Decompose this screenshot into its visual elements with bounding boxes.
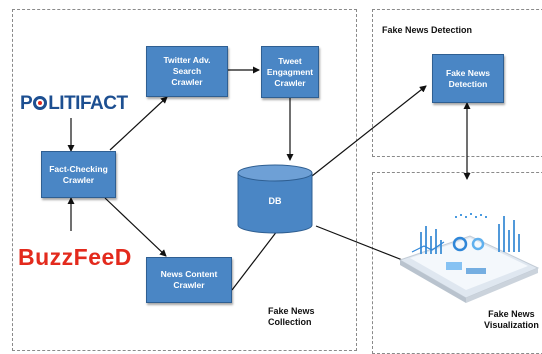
news-content-crawler-node: News Content Crawler	[146, 257, 232, 303]
diagram-canvas: Fake News Detection Fake News Collection…	[12, 9, 542, 354]
fake-news-detection-label: Fake News Detection	[446, 67, 490, 89]
twitter-search-crawler-node: Twitter Adv. Search Crawler	[146, 46, 228, 97]
politifact-logo-o-icon	[33, 96, 48, 110]
politifact-logo-rest: LITIFACT	[48, 93, 128, 114]
edge-db-to-detection	[311, 85, 427, 177]
detection-region	[372, 9, 542, 157]
db-cylinder	[237, 164, 313, 234]
edge-factcheck-to-twitter	[109, 96, 168, 151]
tweet-engagement-crawler-node: Tweet Engagment Crawler	[261, 46, 319, 98]
politifact-logo: P LITIFACT	[20, 94, 128, 114]
visualization-region-label: Fake News Visualization	[484, 309, 539, 330]
news-content-crawler-label: News Content Crawler	[160, 269, 218, 290]
fake-news-detection-node: Fake News Detection	[432, 54, 504, 103]
fact-checking-crawler-node: Fact-Checking Crawler	[41, 151, 116, 198]
fact-checking-crawler-label: Fact-Checking Crawler	[49, 163, 108, 185]
dashboard-illustration-icon	[398, 213, 540, 303]
tweet-engagement-crawler-label: Tweet Engagment Crawler	[266, 55, 314, 88]
edges-layer	[67, 66, 540, 303]
edge-factcheck-to-newscontent	[104, 197, 167, 257]
twitter-search-crawler-label: Twitter Adv. Search Crawler	[163, 55, 211, 87]
detection-region-label: Fake News Detection	[382, 25, 473, 35]
edge-db-to-visualization	[315, 225, 411, 265]
buzzfeed-logo: BuzzFeeD	[18, 244, 132, 270]
politifact-logo-p: P	[20, 93, 33, 114]
collection-region-label: Fake News Collection	[268, 306, 315, 327]
db-label: DB	[268, 196, 282, 206]
